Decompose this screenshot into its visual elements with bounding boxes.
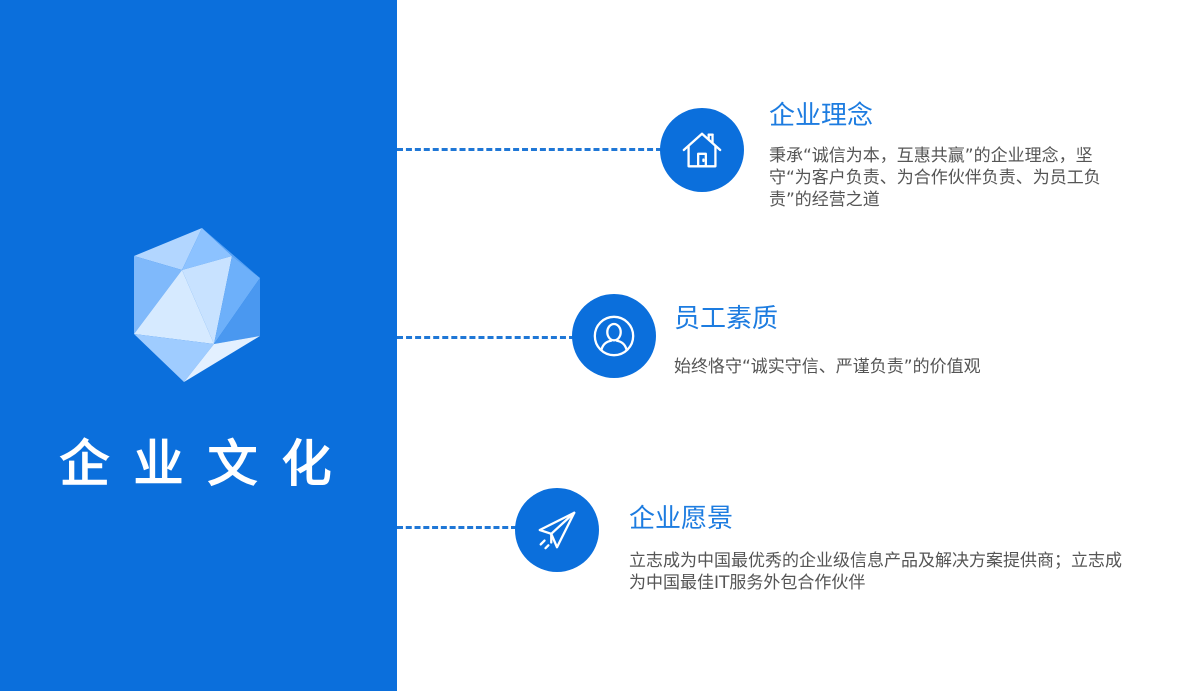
item-description-1: 秉承“诚信为本，互惠共赢”的企业理念，坚守“为客户负责、为合作伙伴负责、为员工负… [769,146,1101,210]
item-description-2: 始终恪守“诚实守信、严谨负责”的价值观 [674,357,981,377]
crystal-gem-icon [134,228,260,382]
item-description-3: 立志成为中国最优秀的企业级信息产品及解决方案提供商；立志成为中国最佳IT服务外包… [629,551,1122,593]
item-icon-circle-1 [660,108,744,192]
item-title-2: 员工素质 [674,304,779,334]
item-title-3: 企业愿景 [629,504,734,534]
house-icon [682,132,722,168]
connector-line-2 [397,336,575,339]
connector-line-3 [397,526,517,529]
panel-title: 企业文化 [59,435,356,493]
item-icon-circle-2 [572,294,656,378]
paper-plane-icon [538,511,576,550]
item-title-1: 企业理念 [769,101,874,131]
user-icon [593,315,635,357]
culture-panel: 企业文化 [0,0,397,691]
item-icon-circle-3 [515,488,599,572]
connector-line-1 [397,148,662,151]
